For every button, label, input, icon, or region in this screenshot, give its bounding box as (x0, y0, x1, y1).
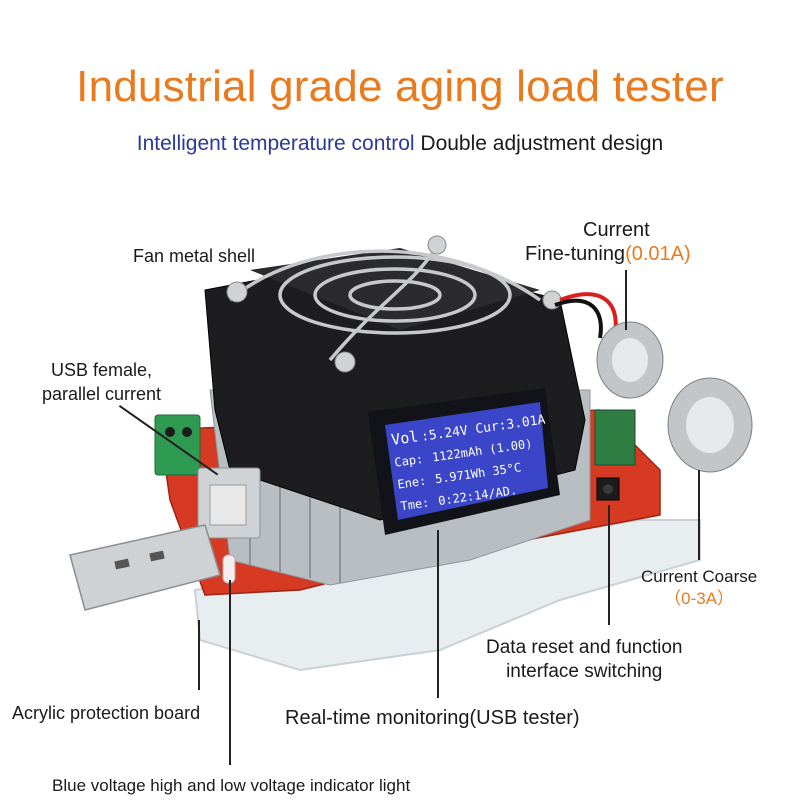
leader-coarse (698, 470, 700, 560)
acrylic-board (193, 519, 701, 672)
lcd-row1-label: Vol (390, 427, 419, 449)
label-current-fine-line1: Current (583, 219, 650, 241)
label-current-fine-value: (0.01A) (625, 243, 691, 265)
label-usb-female-line1: USB female, (51, 360, 153, 380)
leader-acrylic (198, 620, 200, 690)
fan-screw-bottom (334, 351, 356, 373)
label-data-reset-line1: Data reset and function (486, 637, 683, 658)
page-subtitle: Intelligent temperature control Double a… (0, 132, 800, 156)
fan-screw-left (226, 281, 248, 303)
leader-fine (625, 270, 627, 330)
label-current-fine: Current Fine-tuning(0.01A) (525, 218, 725, 266)
label-current-coarse-value: （0-3A） (664, 589, 735, 608)
subtitle-rest: Double adjustment design (414, 132, 664, 155)
coarse-pot-body (594, 409, 636, 466)
label-current-coarse-line1: Current Coarse (641, 567, 758, 586)
leader-indicator (229, 580, 231, 765)
fan-wire-red (559, 292, 618, 336)
label-indicator: Blue voltage high and low voltage indica… (52, 776, 411, 795)
leader-realtime (437, 530, 439, 698)
page-title: Industrial grade aging load tester (76, 62, 724, 111)
lcd-row2-label: Cap: (394, 452, 425, 470)
label-data-reset-line2: interface switching (506, 661, 663, 682)
lcd-screen (385, 402, 548, 520)
lcd-row4-label: Tme: (400, 495, 431, 513)
subtitle-highlight: Intelligent temperature control (136, 132, 415, 155)
fan-screw-right (542, 290, 562, 310)
label-current-fine-line2: Fine-tuning (525, 243, 626, 265)
label-current-coarse: Current Coarse （0-3A） (641, 566, 757, 610)
label-data-reset: Data reset and function interface switch… (486, 636, 682, 684)
indicator-led (222, 554, 236, 584)
fan-screw-top (427, 235, 447, 255)
lcd-row3-label: Ene: (397, 474, 428, 492)
fan-wire-black (554, 298, 603, 339)
label-fan-shell: Fan metal shell (133, 246, 256, 266)
leader-data-reset (608, 505, 610, 625)
label-usb-female: USB female, parallel current (42, 358, 161, 406)
label-usb-female-line2: parallel current (42, 384, 162, 404)
label-realtime: Real-time monitoring(USB tester) (285, 707, 580, 729)
usb-male-plug (69, 524, 221, 611)
label-acrylic: Acrylic protection board (12, 703, 201, 723)
